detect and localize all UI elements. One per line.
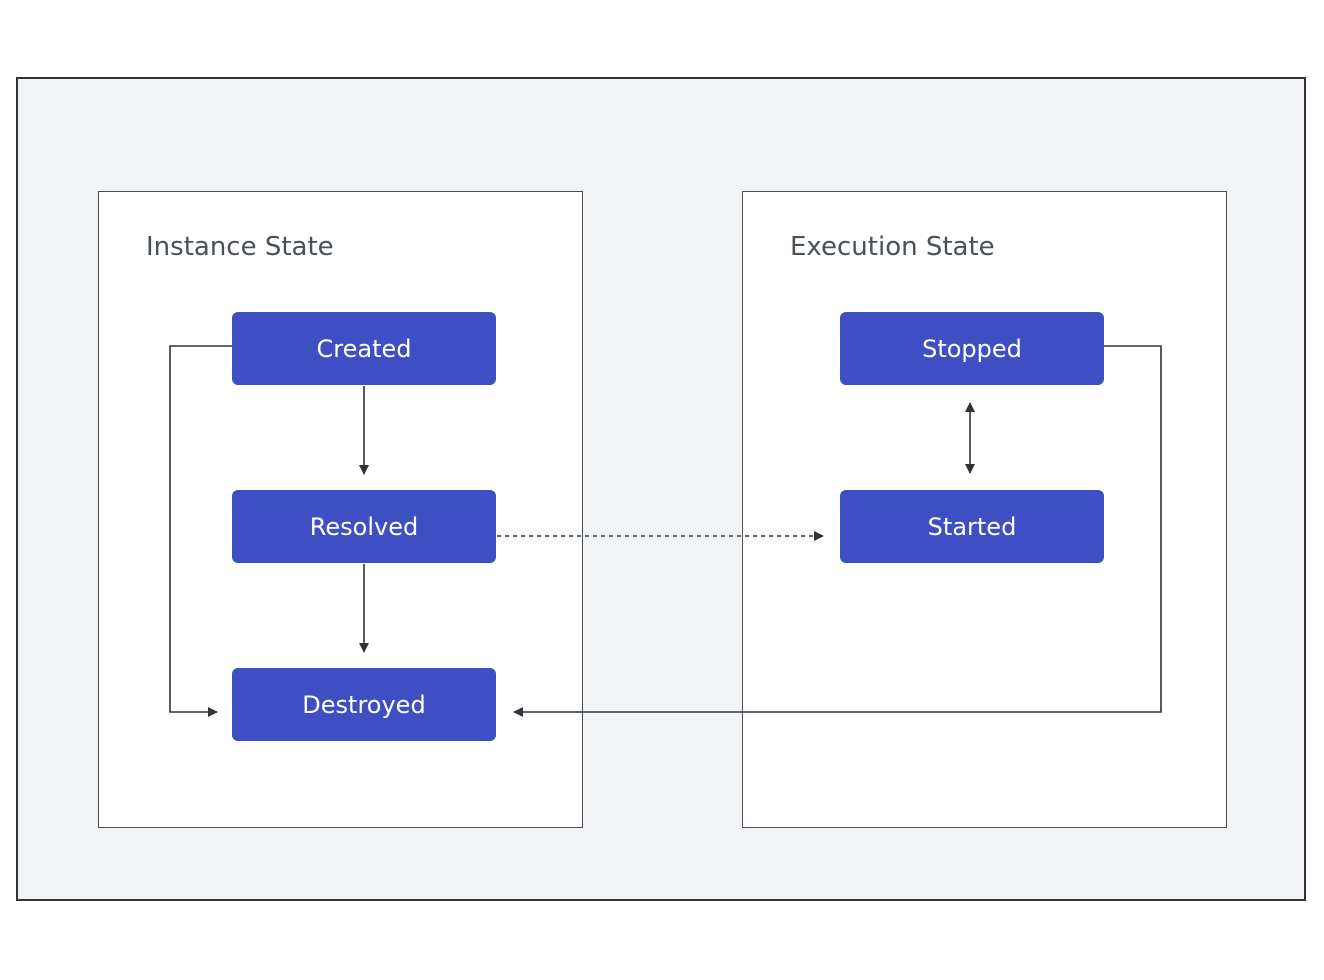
state-created[interactable]: Created <box>232 312 496 385</box>
instance-state-title: Instance State <box>146 232 334 262</box>
state-resolved[interactable]: Resolved <box>232 490 496 563</box>
state-destroyed[interactable]: Destroyed <box>232 668 496 741</box>
state-stopped[interactable]: Stopped <box>840 312 1104 385</box>
state-started[interactable]: Started <box>840 490 1104 563</box>
execution-state-title: Execution State <box>790 232 995 262</box>
